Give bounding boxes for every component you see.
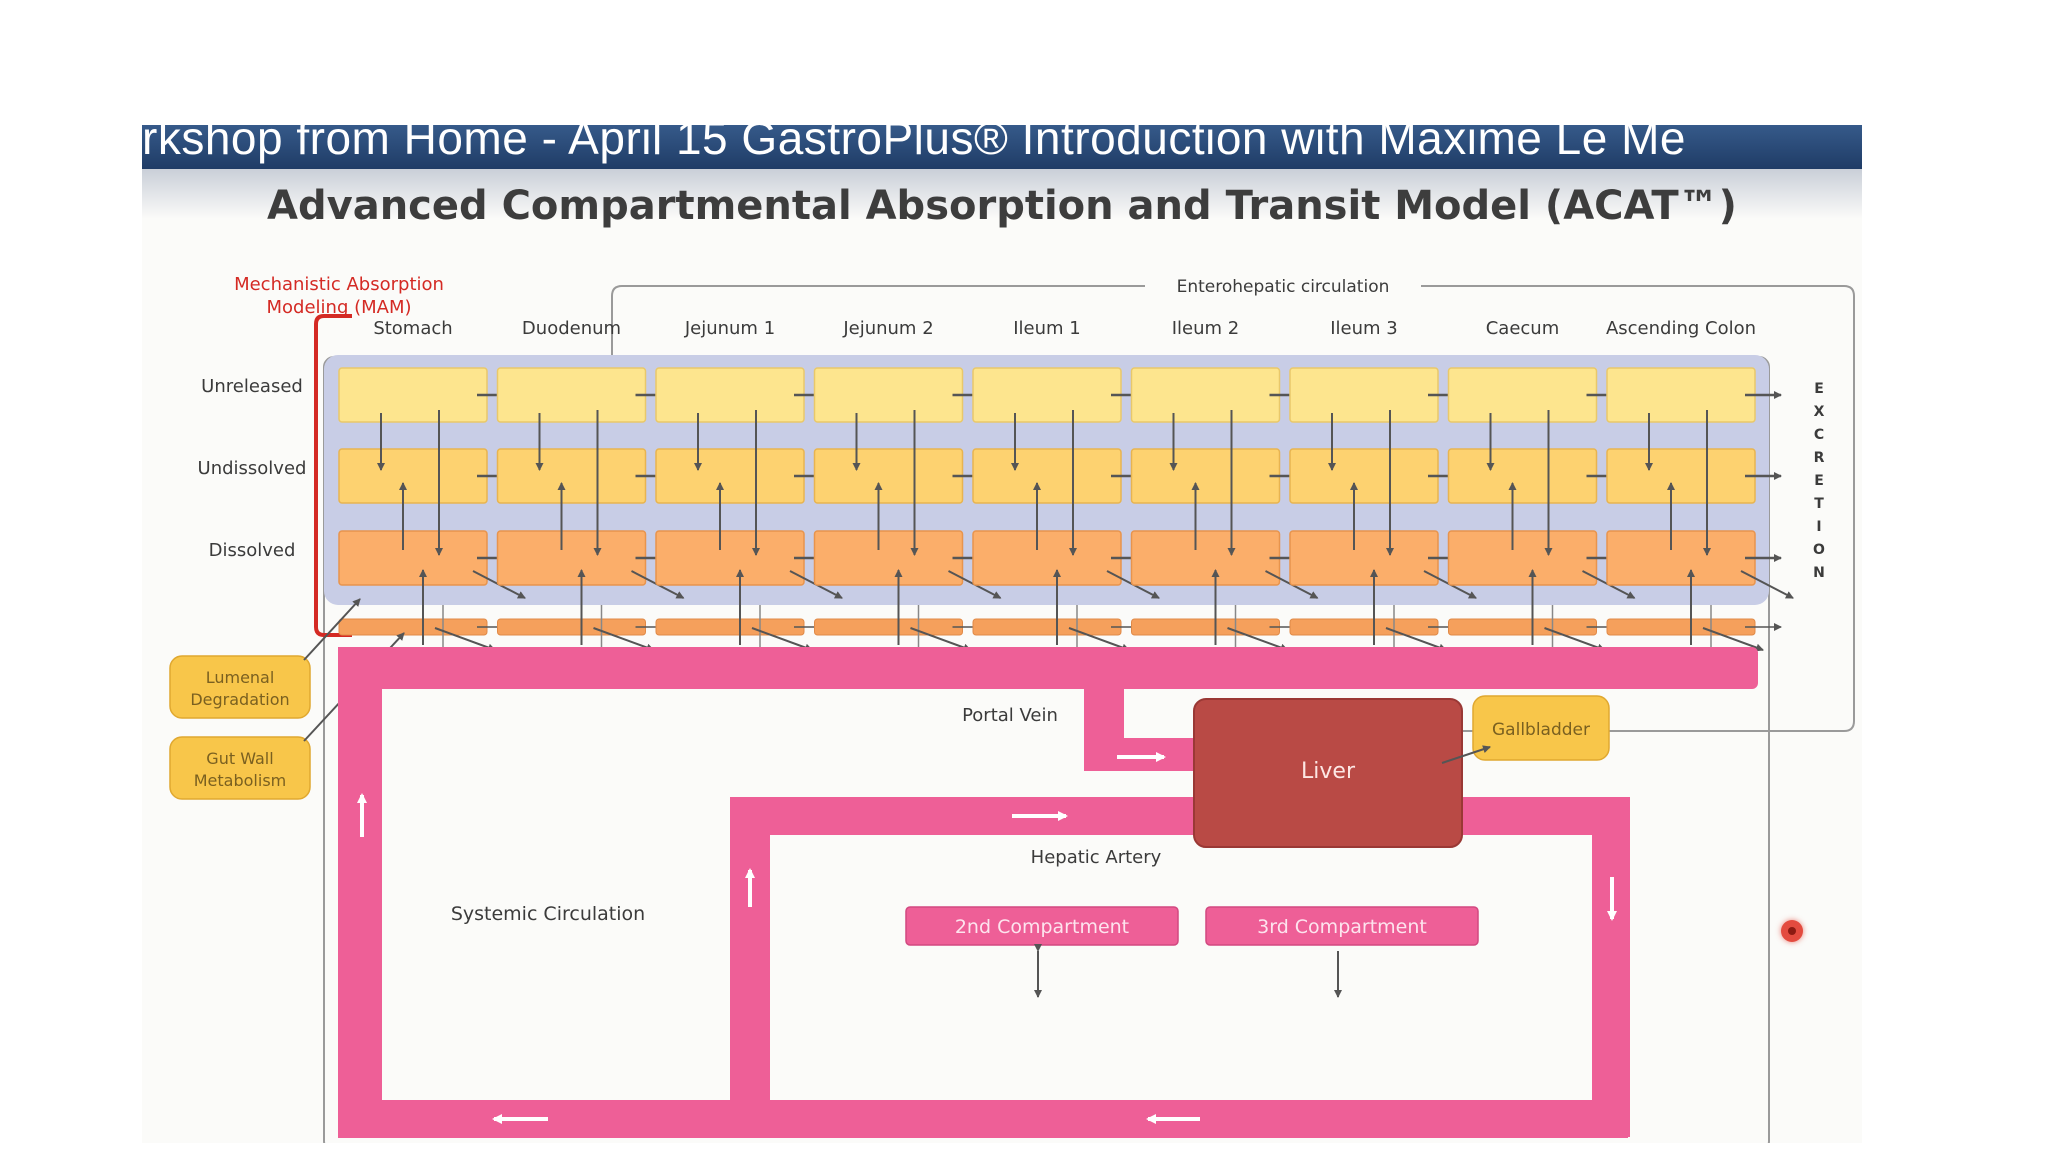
mam-label-line2: Modeling (MAM) [266, 297, 411, 318]
compartment-cell [496, 367, 647, 423]
gut-wall-segment [1131, 618, 1280, 636]
compartment-cell [1130, 448, 1281, 504]
banner-shadow [142, 169, 1862, 219]
third-compartment-box: 3rd Compartment [1205, 906, 1479, 946]
gut-wall-segment [1289, 618, 1439, 636]
lumenal-degradation-box: Lumenal Degradation [169, 655, 311, 719]
gut-wall-segment [338, 618, 488, 636]
enterohepatic-label: Enterohepatic circulation [1177, 277, 1390, 297]
compartment-cell [1130, 367, 1281, 423]
svg-text:I: I [1816, 519, 1821, 535]
compartment-cell [972, 448, 1122, 504]
third-compartment-label: 3rd Compartment [1257, 916, 1427, 938]
compartment-label: Jejunum 2 [842, 318, 933, 339]
compartment-label: Duodenum [522, 318, 621, 339]
mam-label-line1: Mechanistic Absorption [234, 274, 444, 295]
gut-wall-segment [972, 618, 1122, 636]
compartment-cell [1289, 448, 1439, 504]
second-compartment-box: 2nd Compartment [905, 906, 1179, 946]
gut-wall-segment [1606, 618, 1756, 636]
compartment-cell [655, 530, 805, 586]
svg-text:O: O [1813, 542, 1825, 558]
compartment-cell [1447, 448, 1598, 504]
compartment-cell [813, 367, 964, 423]
svg-text:T: T [1814, 496, 1824, 512]
state-label-dissolved: Dissolved [209, 540, 296, 561]
compartment-cell [496, 448, 647, 504]
compartment-cell [338, 367, 488, 423]
svg-text:R: R [1814, 450, 1825, 466]
record-indicator-icon [1781, 920, 1803, 942]
compartment-cell [338, 530, 488, 586]
compartment-cell [1606, 530, 1756, 586]
svg-text:Metabolism: Metabolism [194, 771, 286, 790]
compartment-cell [1606, 367, 1756, 423]
svg-text:X: X [1814, 404, 1825, 420]
svg-text:E: E [1814, 473, 1824, 489]
compartment-cell [655, 367, 805, 423]
presentation-slide: rkshop from Home - April 15 GastroPlus® … [142, 125, 1862, 1143]
compartment-label: Ileum 1 [1013, 318, 1081, 339]
mam-bracket [314, 314, 352, 637]
gut-wall-segment [1448, 618, 1597, 636]
compartment-label: Ileum 3 [1330, 318, 1398, 339]
compartment-cell [972, 530, 1122, 586]
portal-vein-label: Portal Vein [962, 705, 1058, 726]
compartment-cell [1289, 530, 1439, 586]
compartment-cell [1447, 367, 1598, 423]
svg-text:Gut Wall: Gut Wall [206, 749, 273, 768]
compartment-label: Jejunum 1 [684, 318, 775, 339]
banner-text: rkshop from Home - April 15 GastroPlus® … [142, 125, 1687, 164]
compartment-label: Stomach [373, 318, 452, 339]
compartment-label: Ascending Colon [1606, 318, 1756, 339]
compartment-cell [1606, 448, 1756, 504]
compartment-cell [813, 448, 964, 504]
enterohepatic-loop [622, 285, 1855, 732]
state-label-undissolved: Undissolved [198, 458, 307, 479]
hepatic-artery-label: Hepatic Artery [1031, 847, 1162, 868]
acat-diagram: Enterohepatic circulation Mechanistic Ab… [169, 274, 1855, 1143]
gallbladder-label: Gallbladder [1492, 720, 1590, 740]
compartment-cell [972, 367, 1122, 423]
gut-wall-metabolism-box: Gut Wall Metabolism [169, 736, 311, 800]
compartment-cell [1289, 367, 1439, 423]
gallbladder-box: Gallbladder [1472, 695, 1610, 761]
gut-wall-segment [655, 618, 805, 636]
compartment-cell [813, 530, 964, 586]
compartment-cell [1447, 530, 1598, 586]
webinar-banner: rkshop from Home - April 15 GastroPlus® … [142, 125, 1862, 169]
liver-box: Liver [1193, 698, 1463, 848]
gut-wall-segment [497, 618, 646, 636]
liver-label: Liver [1301, 759, 1356, 784]
svg-text:Lumenal: Lumenal [206, 668, 275, 687]
compartment-cell [655, 448, 805, 504]
svg-text:Degradation: Degradation [190, 690, 289, 709]
compartment-cell [1130, 530, 1281, 586]
state-label-unreleased: Unreleased [201, 376, 303, 397]
compartment-grid: Stomach Duodenum Jejunum 1 Jejunum 2 Ileum 1… [338, 318, 1794, 670]
svg-text:C: C [1814, 427, 1824, 443]
second-compartment-label: 2nd Compartment [955, 916, 1129, 938]
compartment-label: Ileum 2 [1172, 318, 1240, 339]
systemic-circulation-label: Systemic Circulation [451, 903, 645, 925]
compartment-cell [338, 448, 488, 504]
compartment-label: Caecum [1486, 318, 1560, 339]
slide-title: Advanced Compartmental Absorption and Tr… [267, 183, 1737, 229]
svg-text:E: E [1814, 381, 1824, 397]
compartment-cell [496, 530, 647, 586]
gut-wall-segment [814, 618, 963, 636]
svg-text:N: N [1813, 565, 1825, 581]
